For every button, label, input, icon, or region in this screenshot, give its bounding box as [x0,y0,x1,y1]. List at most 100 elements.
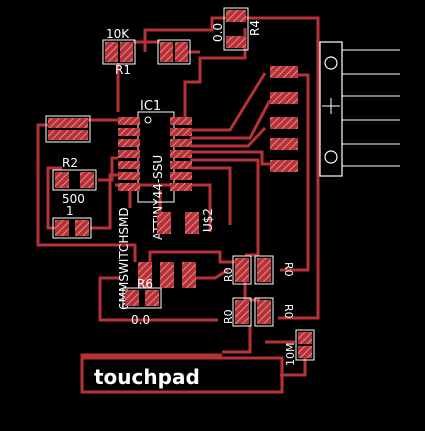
r0d-pad-top [257,300,271,312]
trace-r6-down [98,276,218,322]
trace-hdr-a [185,72,267,132]
touchpad-label: touchpad [94,365,200,389]
resistor-r0-c: R0 [222,297,252,327]
ic1-pin-l7 [118,183,140,191]
10m-pad-right [298,346,312,358]
trace-sw-to-r0 [148,250,240,264]
r3-pad-left [55,220,69,236]
trace-hdr-d [190,150,280,166]
10m-pad-left [298,332,312,344]
r6-outline [122,287,162,309]
r0a-outline [232,255,252,285]
ic1-pin-r7 [170,183,192,191]
r4-name-label: R4 [248,20,262,36]
resistor-r1: 10K R1 [102,27,136,77]
switch-pad-3 [182,262,196,288]
ic1-pin-r5 [170,161,192,169]
resistor-r0-b: R0 [254,255,295,285]
r4-outline [223,7,249,51]
r0d-label: R0 [282,304,295,319]
trace-left-r2 [46,166,62,230]
r6-pad-right [145,290,159,306]
r0b-pad-bottom [257,270,271,282]
trace-ic-right-low [190,166,232,225]
header-pad-1 [270,66,298,78]
resistor-r0-a: R0 [222,255,252,285]
r0a-pad-bottom [235,270,249,282]
ic1-pin-r3 [170,139,192,147]
ic1-pin-l3 [118,139,140,147]
left-pad-1 [48,118,88,128]
resistor-r0-d: R0 [254,297,295,327]
r6-pad-left [125,290,139,306]
header-pad-5 [270,160,298,172]
trace-r4-branch [183,28,247,118]
resistor-r4: 0.0 R4 [211,7,262,51]
ic1-pin1-dot [144,116,152,124]
ic1-pin-r4 [170,150,192,158]
resistor-r3: 1 [52,204,92,239]
r4-pad-top [226,10,246,22]
left-pad-2 [48,130,88,140]
ic1-pin-r2 [170,128,192,136]
header-mount-hole-bottom [324,150,338,164]
ic1-chip: IC1 ATTINY44-SSU [118,99,192,240]
trace-10m-down [280,358,307,377]
r1-pad-right [120,42,133,62]
trace-r3-ic [90,173,118,230]
top-mid-pad-right [175,42,188,62]
r1-outline [102,39,136,65]
u2-pad-left [157,212,171,234]
trace-hdr-b [190,99,272,140]
trace-mid-h [115,183,212,232]
ic1-pin-r6 [170,172,192,180]
touchpad-outline [80,356,284,394]
ic1-pin-l1 [118,117,140,125]
trace-hdr-f [280,73,310,272]
header-pad-2 [270,92,298,104]
r0b-outline [254,255,274,285]
resistor-r6: R6 0.0 [122,277,162,327]
r2-pad-left [55,172,69,188]
r2-value-label: 500 [62,192,85,206]
trace-hdr-e [190,158,260,257]
switch-pad-2 [160,262,174,288]
r0b-label: R0 [282,262,295,277]
r1-name-label: R1 [115,63,131,77]
r3-value-label: 1 [66,204,74,218]
r3-pad-right [75,220,89,236]
r0a-pad-top [235,258,249,270]
r0c-pad-top [235,300,249,312]
r0c-pad-bottom [235,312,249,324]
resistor-top-mid [157,39,191,65]
header-pad-3 [270,117,298,129]
r2-outline [52,169,97,191]
header-connector [270,41,400,177]
touchpad: touchpad [80,353,284,394]
left-pad-stack [45,115,91,143]
u2-name-label: U$2 [201,208,215,232]
trace-r0-lower [222,325,252,354]
switch-pad-1 [138,262,152,288]
capacitor-u2: U$2 [157,208,215,234]
10m-label: 10M [284,343,297,367]
switch-name-label: 6MMSWITCHSMD [117,207,131,310]
r1-value-label: 10K [106,27,130,41]
r2-pad-right [80,172,94,188]
top-mid-outline [157,39,191,65]
resistor-r2: R2 500 [52,156,97,206]
trace-r0-mid [243,282,260,302]
r1-pad-left [105,42,118,62]
u2-pad-right [185,212,199,234]
r0a-label: R0 [222,267,235,282]
10m-outline [295,329,315,361]
trace-sw-right [188,268,229,280]
left-pad-outline [45,115,91,143]
ic1-pin-l5 [118,161,140,169]
ic1-pin-l4 [118,150,140,158]
resistor-10m: 10M [284,329,315,367]
ic1-pin-r1 [170,117,192,125]
ic1-pin-l6 [118,172,140,180]
trace-r2-ic [98,156,118,182]
